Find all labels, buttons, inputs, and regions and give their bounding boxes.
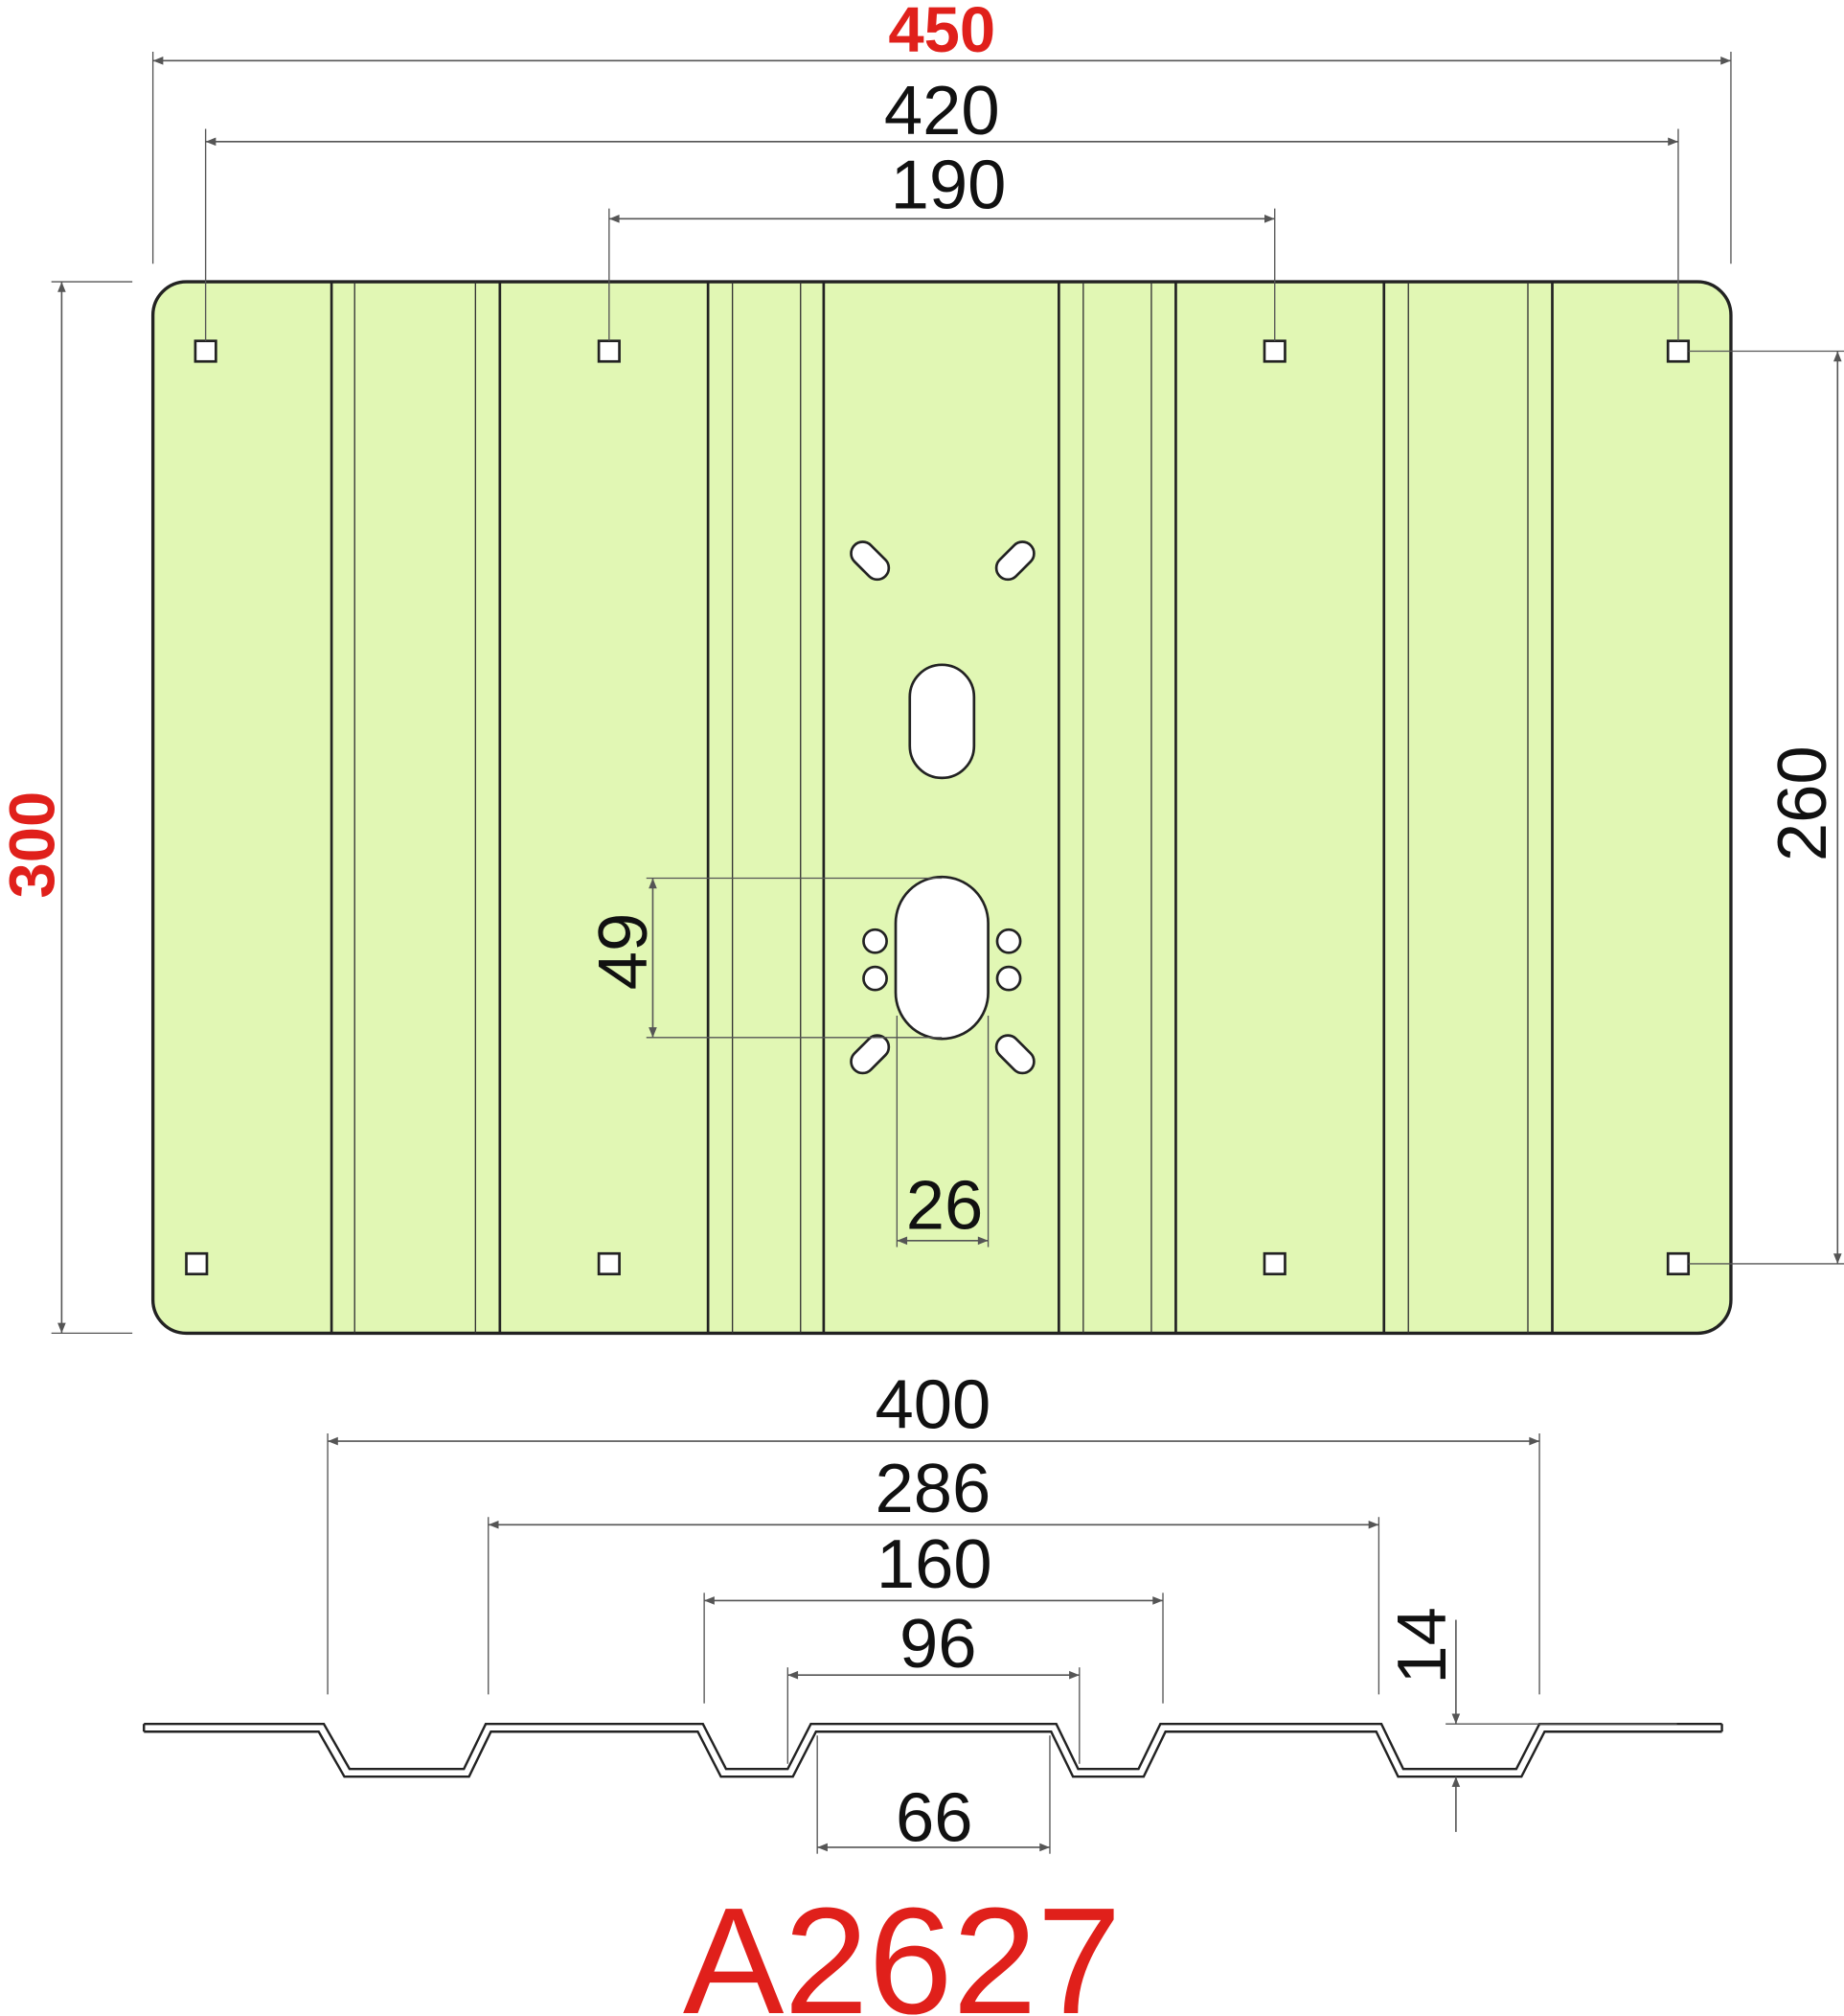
dim-450-label: 450 [888,0,995,66]
dim-14: 14 [1383,1607,1677,1832]
dim-286-label: 286 [875,1450,990,1527]
dim-96-label: 96 [899,1605,977,1683]
dim-190-label: 190 [891,147,1007,224]
slots [850,540,1036,1075]
dim-66: 66 [816,1735,1051,1856]
dim-300-label: 300 [0,791,68,899]
dim-286: 286 [488,1450,1380,1695]
dim-400: 400 [327,1366,1540,1695]
profile-section [143,1722,1723,1778]
dim-420: 420 [204,72,1679,341]
dim-160-label: 160 [876,1525,992,1603]
dim-420-label: 420 [884,72,1000,149]
dim-160: 160 [703,1525,1164,1704]
dim-450: 450 [151,0,1732,264]
part-number: A2627 [683,1876,1122,2016]
dim-190: 190 [608,147,1276,341]
dim-49-label: 49 [584,913,662,991]
dim-14-label: 14 [1383,1607,1461,1684]
dim-96: 96 [786,1605,1081,1764]
dim-260-label: 260 [1764,745,1841,861]
plate-ribs [330,282,1554,1334]
dim-400-label: 400 [875,1366,990,1444]
dim-26: 26 [896,1016,990,1248]
dim-26-label: 26 [906,1167,984,1245]
dim-49: 49 [584,877,943,1039]
dim-300: 300 [0,281,133,1335]
plate [150,280,1733,1336]
dim-260: 260 [1688,350,1844,1265]
dim-66-label: 66 [896,1778,973,1856]
